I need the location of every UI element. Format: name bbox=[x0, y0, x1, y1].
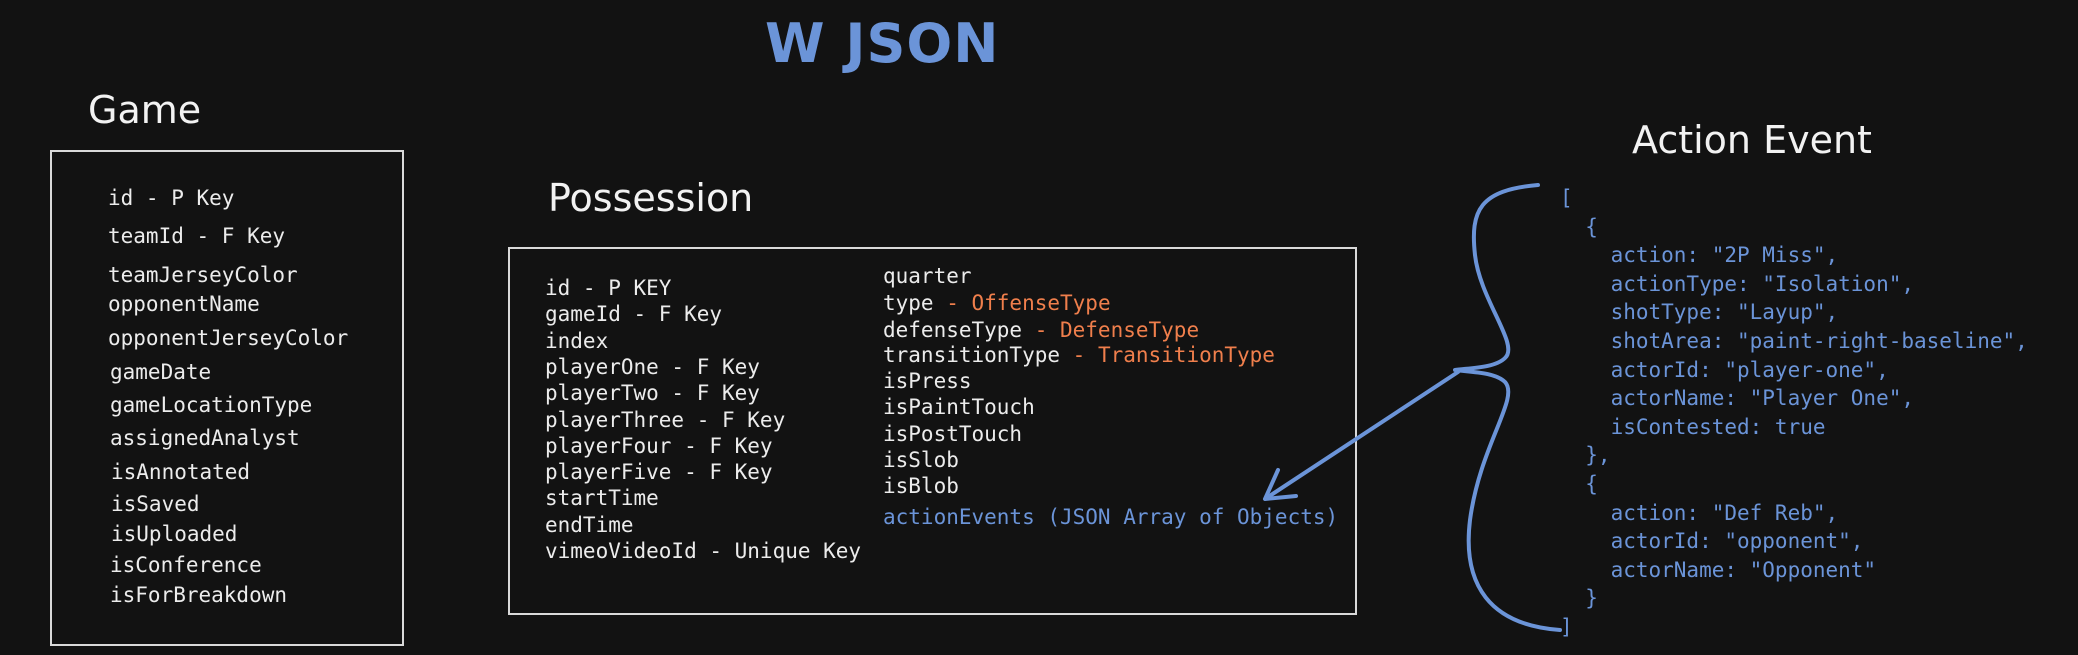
json-line: actorName: "Player One", bbox=[1560, 386, 1915, 411]
action-event-heading: Action Event bbox=[1632, 118, 1872, 162]
game-field: isConference bbox=[110, 553, 262, 577]
action-events-field: actionEvents (JSON Array of Objects) bbox=[883, 505, 1339, 529]
possession-field: vimeoVideoId - Unique Key bbox=[545, 539, 862, 563]
field-name: isPress bbox=[883, 369, 972, 393]
field-type-reference: - DefenseType bbox=[1022, 318, 1200, 342]
game-field: isSaved bbox=[111, 492, 200, 516]
game-field: opponentJerseyColor bbox=[108, 326, 349, 350]
game-table-box bbox=[50, 150, 404, 646]
field-name: quarter bbox=[883, 264, 972, 288]
json-line: }, bbox=[1560, 443, 1611, 468]
json-line: shotType: "Layup", bbox=[1560, 300, 1839, 325]
json-line: { bbox=[1560, 472, 1598, 496]
field-name: isPaintTouch bbox=[883, 395, 1035, 419]
json-line: { bbox=[1560, 214, 1598, 239]
field-name: defenseType bbox=[883, 318, 1023, 342]
diagram-title: W JSON bbox=[765, 12, 1000, 75]
possession-field: playerFour - F Key bbox=[545, 433, 773, 458]
possession-field: playerFive - F Key bbox=[545, 460, 773, 485]
possession-field: isPostTouch bbox=[883, 422, 1022, 446]
game-field: isUploaded bbox=[111, 522, 238, 546]
game-field: gameDate bbox=[110, 360, 212, 384]
possession-field: quarter bbox=[883, 264, 972, 288]
possession-field: playerThree - F Key bbox=[545, 407, 786, 432]
game-field: teamId - F Key bbox=[108, 224, 286, 248]
possession-field: isSlob bbox=[883, 448, 959, 472]
possession-table-box bbox=[508, 247, 1357, 615]
json-line: actorName: "Opponent" bbox=[1560, 557, 1877, 582]
possession-field: id - P KEY bbox=[545, 276, 672, 300]
curly-brace bbox=[1453, 183, 1562, 632]
game-field: isForBreakdown bbox=[110, 583, 288, 607]
game-field: isAnnotated bbox=[111, 460, 251, 484]
json-line: } bbox=[1560, 586, 1598, 611]
possession-field: isBlob bbox=[883, 474, 959, 498]
game-field: gameLocationType bbox=[110, 393, 313, 417]
json-line: actorId: "player-one", bbox=[1560, 357, 1889, 382]
possession-field: playerOne - F Key bbox=[545, 354, 760, 379]
json-line: action: "2P Miss", bbox=[1560, 243, 1839, 268]
json-line: isContested: true bbox=[1560, 414, 1826, 439]
field-name: type bbox=[883, 291, 934, 315]
possession-field: index bbox=[545, 328, 609, 353]
possession-field: transitionType - TransitionType bbox=[883, 343, 1275, 367]
possession-field: gameId - F Key bbox=[545, 302, 723, 327]
connector-arrow bbox=[1266, 370, 1460, 499]
possession-field: defenseType - DefenseType bbox=[883, 318, 1199, 342]
game-heading: Game bbox=[88, 88, 202, 132]
json-line: ] bbox=[1560, 615, 1573, 639]
game-field: opponentName bbox=[108, 292, 260, 316]
json-line: action: "Def Reb", bbox=[1560, 500, 1839, 525]
field-name: isPostTouch bbox=[883, 422, 1023, 446]
field-name: isSlob bbox=[883, 448, 959, 472]
possession-field: type - OffenseType bbox=[883, 291, 1111, 315]
possession-field: playerTwo - F Key bbox=[545, 381, 760, 406]
game-field: assignedAnalyst bbox=[110, 426, 300, 450]
possession-heading: Possession bbox=[548, 176, 754, 220]
field-type-reference: - OffenseType bbox=[933, 291, 1111, 315]
game-field: teamJerseyColor bbox=[108, 263, 298, 287]
possession-field: isPress bbox=[883, 369, 972, 393]
field-type-reference: - TransitionType bbox=[1060, 343, 1275, 367]
json-line: actorId: "opponent", bbox=[1560, 529, 1864, 554]
game-field: id - P Key bbox=[108, 186, 235, 210]
connector-arrow-head bbox=[1263, 468, 1298, 501]
possession-field: endTime bbox=[545, 512, 634, 537]
possession-field: isPaintTouch bbox=[883, 395, 1035, 419]
field-name: isBlob bbox=[883, 474, 959, 498]
possession-field: startTime bbox=[545, 486, 659, 511]
json-line: [ bbox=[1560, 186, 1573, 210]
field-name: transitionType bbox=[883, 343, 1061, 367]
json-line: actionType: "Isolation", bbox=[1560, 271, 1915, 296]
json-line: shotArea: "paint-right-baseline", bbox=[1560, 329, 2028, 353]
